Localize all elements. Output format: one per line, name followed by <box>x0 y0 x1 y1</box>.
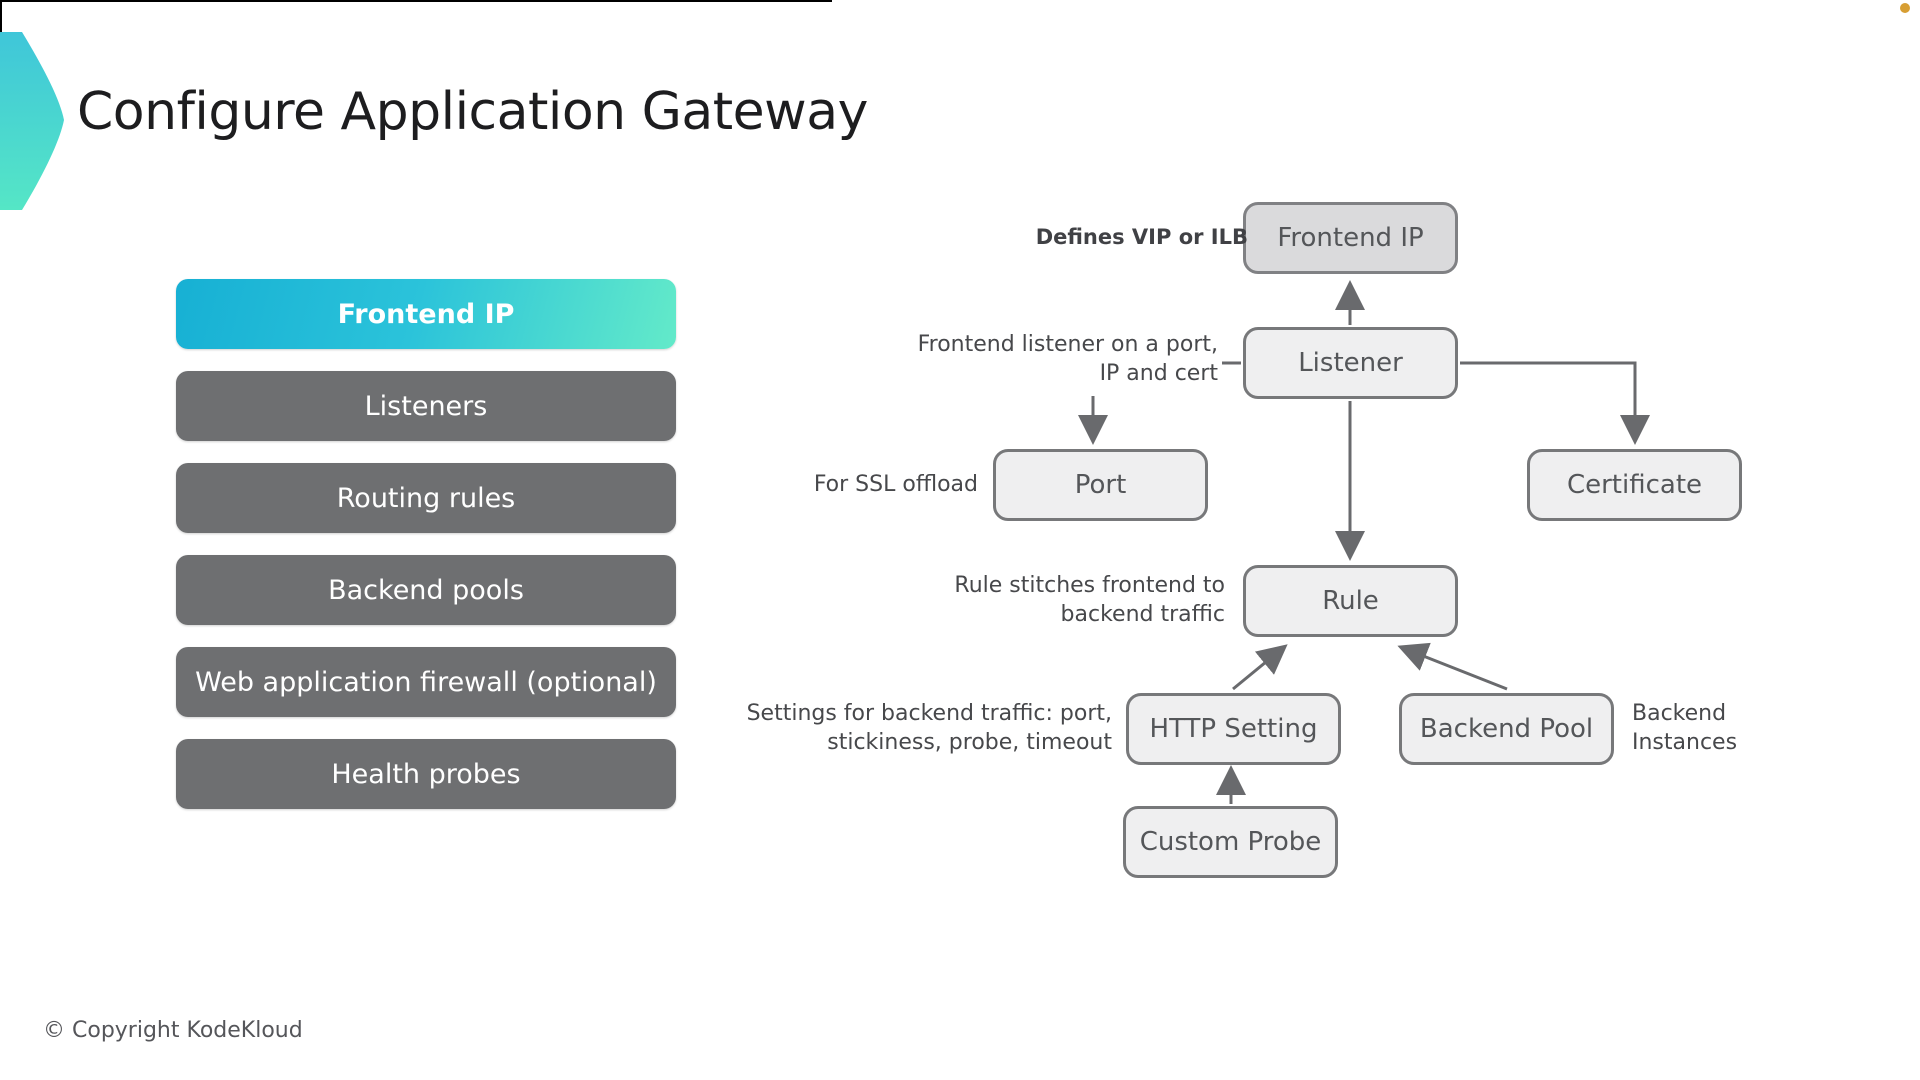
annotation-backend-instances: Backend Instances <box>1632 701 1738 755</box>
page-title: Configure Application Gateway <box>77 82 868 142</box>
annotation-backend-settings: Settings for backend traffic: port, stic… <box>746 701 1112 755</box>
node-http-setting: HTTP Setting <box>1126 693 1341 765</box>
menu-item-backend-pools[interactable]: Backend pools <box>176 555 676 625</box>
node-listener: Listener <box>1243 327 1458 399</box>
kodekloud-chevron-icon <box>0 32 64 210</box>
node-rule: Rule <box>1243 565 1458 637</box>
status-dot-icon <box>1900 3 1910 13</box>
top-border-line <box>0 0 832 2</box>
copyright-text: © Copyright KodeKloud <box>43 1018 303 1043</box>
node-custom-probe: Custom Probe <box>1123 806 1338 878</box>
menu-item-health-probes[interactable]: Health probes <box>176 739 676 809</box>
node-frontend-ip: Frontend IP <box>1243 202 1458 274</box>
menu-item-waf[interactable]: Web application firewall (optional) <box>176 647 676 717</box>
annotation-for-ssl-offload: For SSL offload <box>813 472 978 497</box>
annotation-frontend-listener: Frontend listener on a port, IP and cert <box>917 332 1218 386</box>
node-port: Port <box>993 449 1208 521</box>
menu-item-routing-rules[interactable]: Routing rules <box>176 463 676 533</box>
annotation-rule-stitches: Rule stitches frontend to backend traffi… <box>954 573 1225 627</box>
annotation-defines-vip: Defines VIP or ILB <box>1035 225 1248 249</box>
config-menu: Frontend IP Listeners Routing rules Back… <box>176 279 676 831</box>
menu-item-frontend-ip[interactable]: Frontend IP <box>176 279 676 349</box>
node-certificate: Certificate <box>1527 449 1742 521</box>
menu-item-listeners[interactable]: Listeners <box>176 371 676 441</box>
node-backend-pool: Backend Pool <box>1399 693 1614 765</box>
